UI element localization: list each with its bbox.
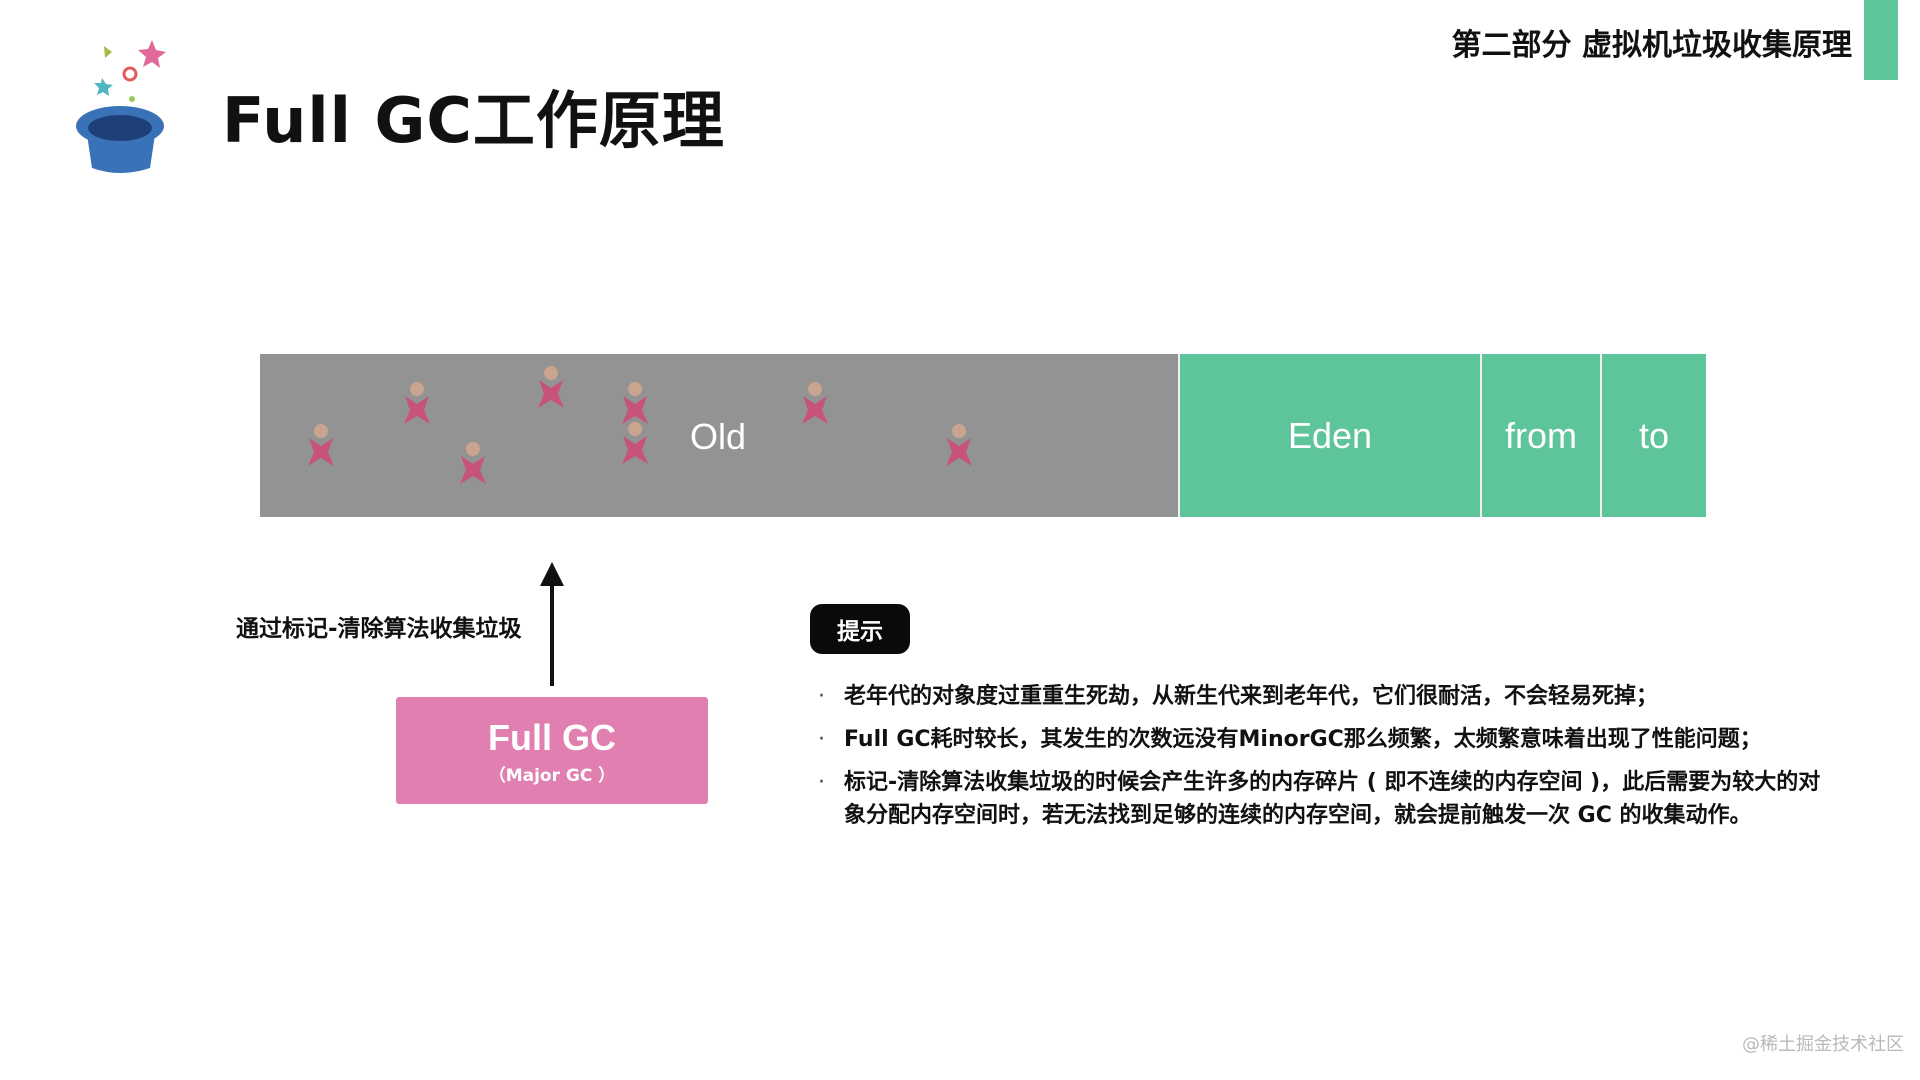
bullet-icon: ·	[818, 684, 825, 709]
full-gc-box: Full GC （Major GC ）	[396, 697, 708, 804]
marked-object-icon	[802, 382, 828, 424]
heap-diagram: Old Eden from to	[260, 354, 1706, 517]
bullet-icon: ·	[818, 727, 825, 752]
marked-object-icon	[538, 366, 564, 408]
tip-item: · Full GC耗时较长，其发生的次数远没有MinorGC那么频繁，太频繁意味着…	[818, 723, 1838, 756]
page-title: Full GC工作原理	[222, 84, 725, 157]
tip-badge: 提示	[810, 604, 910, 654]
eden-region: Eden	[1178, 354, 1480, 517]
to-region-label: to	[1638, 414, 1670, 456]
gc-arrow-label: 通过标记-清除算法收集垃圾	[236, 616, 522, 642]
arrow-up-icon	[540, 562, 564, 686]
old-region-label: Old	[690, 416, 747, 457]
tip-item: · 老年代的对象度过重重生死劫，从新生代来到老年代，它们很耐活，不会轻易死掉；	[818, 680, 1838, 713]
from-survivor-region: from	[1480, 354, 1600, 517]
tip-item: · 标记-清除算法收集垃圾的时候会产生许多的内存碎片 ( 即不连续的内存空间 )，…	[818, 766, 1838, 832]
full-gc-subtitle: （Major GC ）	[488, 766, 616, 786]
marked-object-icon	[622, 382, 648, 424]
old-generation-region: Old	[260, 354, 1178, 517]
bullet-icon: ·	[818, 770, 825, 795]
section-title: 第二部分 虚拟机垃圾收集原理	[1451, 28, 1852, 63]
tip-text: Full GC耗时较长，其发生的次数远没有MinorGC那么频繁，太频繁意味着出…	[844, 727, 1762, 752]
watermark: @稀土掘金技术社区	[1742, 1034, 1904, 1055]
from-region-label: from	[1505, 414, 1577, 456]
marked-object-icon	[460, 442, 486, 484]
marked-object-icon	[404, 382, 430, 424]
to-survivor-region: to	[1600, 354, 1706, 517]
magic-hat-logo-icon	[72, 36, 182, 176]
tip-text: 标记-清除算法收集垃圾的时候会产生许多的内存碎片 ( 即不连续的内存空间 )，此…	[844, 770, 1821, 828]
accent-bar	[1864, 0, 1898, 80]
marked-object-icon	[622, 422, 648, 464]
tips-list: · 老年代的对象度过重重生死劫，从新生代来到老年代，它们很耐活，不会轻易死掉； ·…	[818, 680, 1838, 842]
tip-text: 老年代的对象度过重重生死劫，从新生代来到老年代，它们很耐活，不会轻易死掉；	[844, 684, 1659, 709]
eden-region-label: Eden	[1287, 414, 1373, 456]
marked-object-icon	[308, 424, 334, 466]
marked-object-icon	[946, 424, 972, 466]
full-gc-title: Full GC	[488, 717, 616, 758]
